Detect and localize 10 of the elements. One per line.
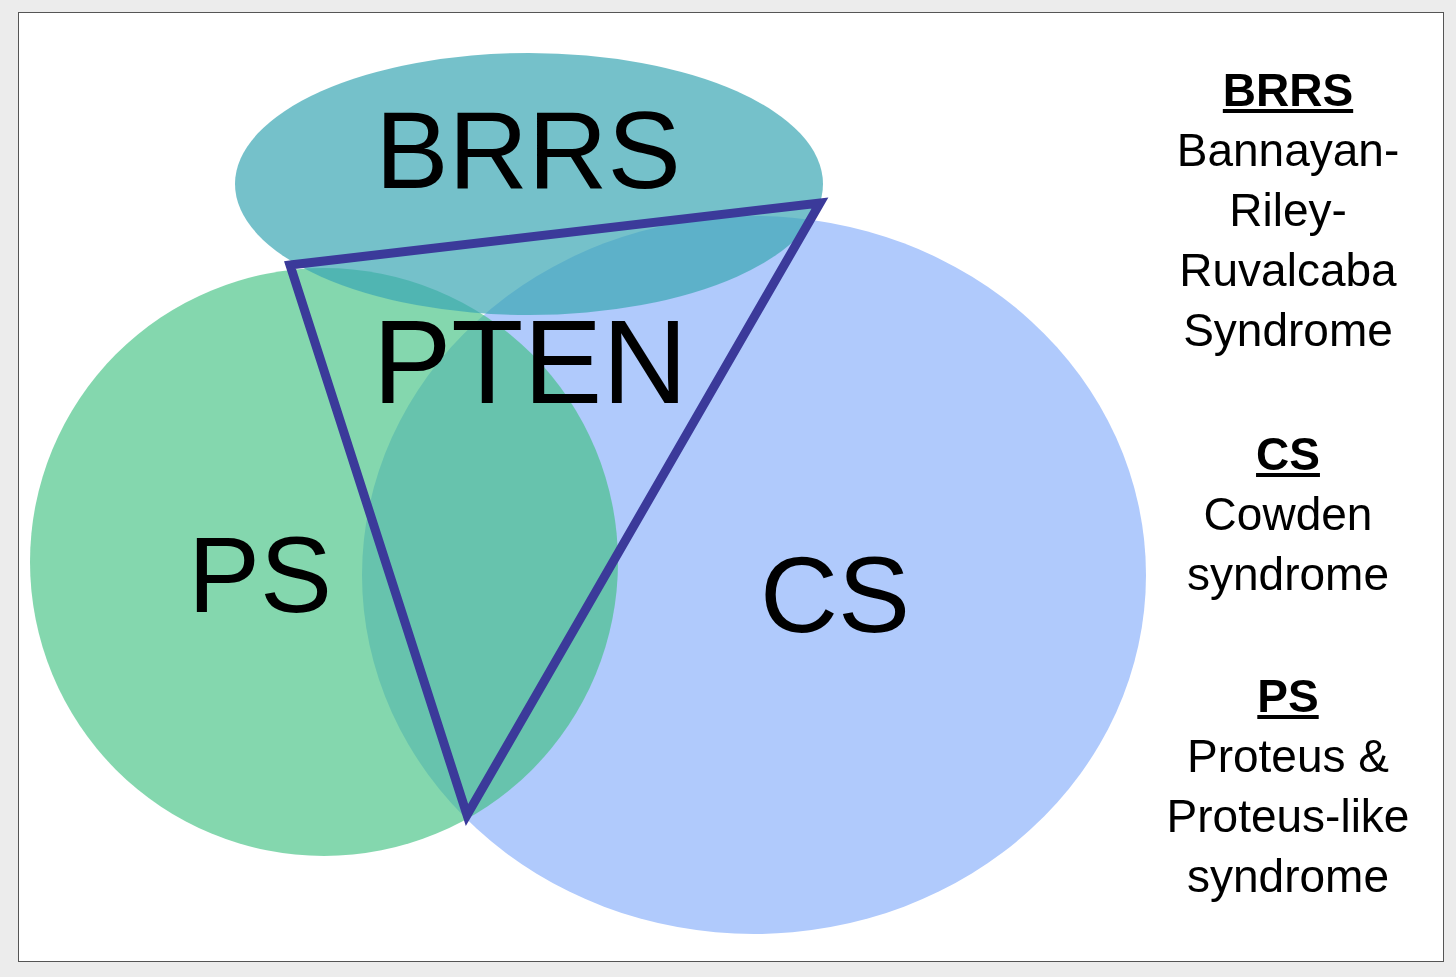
abbreviation-heading: CS bbox=[1255, 427, 1321, 482]
set-label: BRRS bbox=[375, 95, 681, 205]
set-label: CS bbox=[760, 541, 910, 649]
abbreviation-definition: Bannayan-Riley-Ruvalcaba Syndrome bbox=[1175, 123, 1401, 358]
abbreviation-heading: PS bbox=[1256, 669, 1320, 724]
abbreviation-definition: Proteus & Proteus-like syndrome bbox=[1165, 729, 1411, 904]
abbreviation-heading: BRRS bbox=[1221, 63, 1355, 118]
abbreviation-definition: Cowden syndrome bbox=[1186, 487, 1390, 602]
set-label: PTEN bbox=[372, 303, 688, 421]
set-label: PS bbox=[187, 521, 333, 629]
